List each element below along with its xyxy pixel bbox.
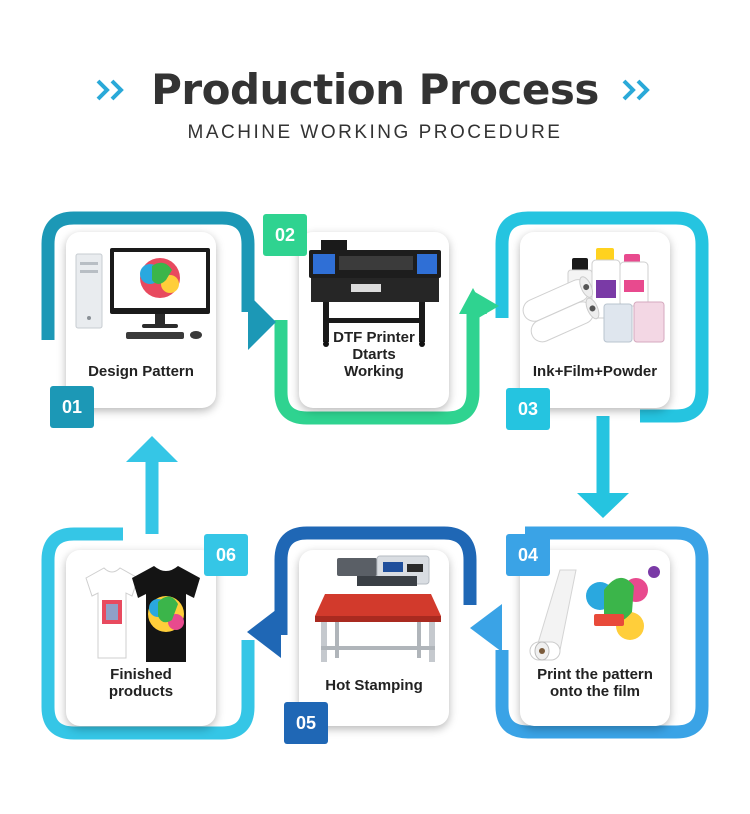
step-number-badge: 02 — [263, 214, 307, 256]
step-card-design-pattern: Design Pattern — [66, 232, 216, 408]
arrow-2-to-3-head-icon — [475, 292, 499, 320]
arrow-6-to-1-icon — [126, 436, 178, 462]
step-label: Ink+Film+Powder — [524, 363, 666, 380]
heat-press-icon — [299, 550, 449, 668]
step-card-finished-products: Finished products — [66, 550, 216, 726]
step-label: Finished products — [96, 666, 186, 700]
step-label: DTF Printer Dtarts Working — [323, 329, 425, 380]
step-number-badge: 05 — [284, 702, 328, 744]
step-card-hot-stamping: Hot Stamping — [299, 550, 449, 726]
step-label: Design Pattern — [70, 363, 212, 380]
step-label: Print the pattern onto the film — [524, 666, 666, 700]
step-number-badge: 03 — [506, 388, 550, 430]
arrow-4-to-5-icon — [470, 604, 502, 652]
step-number-badge: 01 — [50, 386, 94, 428]
arrow-1-to-2-icon — [248, 294, 276, 350]
step-card-consumables: Ink+Film+Powder — [520, 232, 670, 408]
step-card-dtf-printer: DTF Printer Dtarts Working — [299, 232, 449, 408]
step-number-badge: 06 — [204, 534, 248, 576]
step-card-print-film: Print the pattern onto the film — [520, 550, 670, 726]
arrow-3-to-4-icon — [577, 493, 629, 518]
tshirts-icon — [66, 550, 216, 668]
computer-icon — [66, 232, 216, 350]
step-label: Hot Stamping — [303, 677, 445, 694]
step-number-badge: 04 — [506, 534, 550, 576]
consumables-icon — [520, 232, 670, 350]
